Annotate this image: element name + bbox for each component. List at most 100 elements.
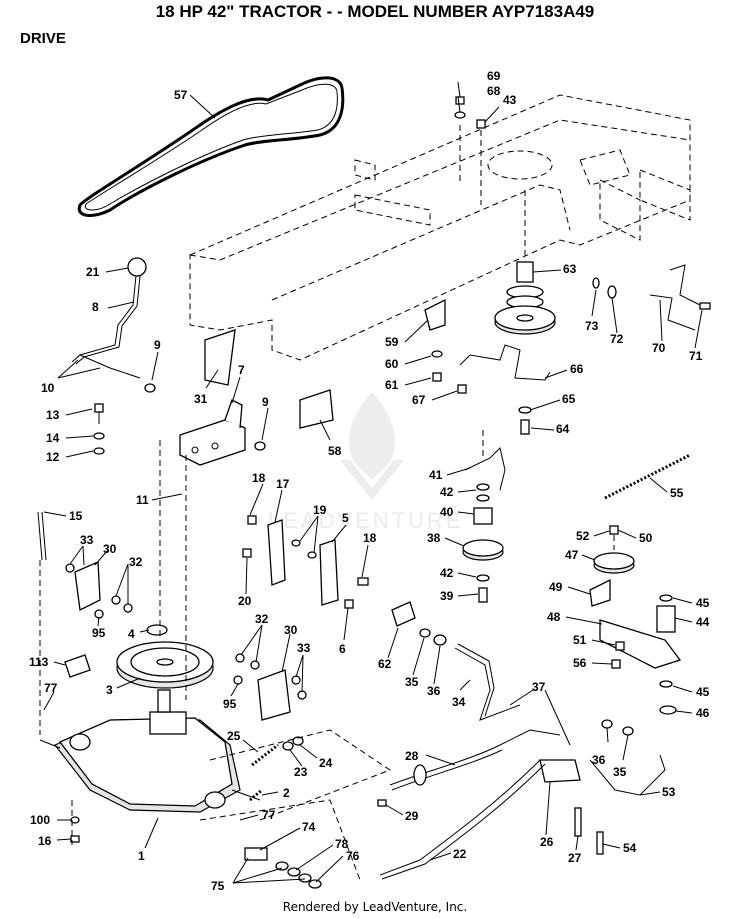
bracket-58 [299,389,334,429]
callout-72: 72 [610,332,624,346]
callout-76: 76 [346,849,360,863]
spacer-23 [282,741,294,751]
callout-7: 7 [238,363,245,377]
callout-15: 15 [69,509,83,523]
belt-guide-66 [459,344,551,381]
callout-62: 62 [378,657,392,671]
callout-24: 24 [319,756,333,770]
callout-30b: 30 [284,623,298,637]
callout-6: 6 [339,642,346,656]
callout-2: 2 [283,786,290,800]
transaxle-pulley [116,624,214,689]
callout-23: 23 [294,765,308,779]
callout-10: 10 [41,381,55,395]
callout-70: 70 [652,341,666,355]
right-bracket-assembly [233,653,307,721]
washer-9a [144,383,156,393]
callout-32: 32 [129,555,143,569]
callout-65: 65 [562,392,576,406]
callout-42b: 42 [440,566,454,580]
callout-9b: 9 [262,395,269,409]
left-bracket-assembly [37,511,133,619]
callout-8: 8 [92,300,99,314]
washer-9b [254,441,266,451]
right-side-hardware [592,264,711,331]
alignment-lines [39,430,615,881]
callout-38: 38 [427,531,441,545]
page-title: 18 HP 42" TRACTOR - - MODEL NUMBER AYP71… [155,2,595,21]
callout-17: 17 [276,477,290,491]
callout-9: 9 [154,338,161,352]
linkage-rods [377,719,666,880]
callout-95b: 95 [223,697,237,711]
watermark-text: LEADVENTURE [268,508,464,533]
frame-outline [189,94,691,361]
callout-60: 60 [385,357,399,371]
callout-28: 28 [405,749,419,763]
callout-45b: 45 [696,685,710,699]
callout-50: 50 [639,531,653,545]
bracket-31 [204,329,236,386]
callout-16: 16 [38,834,52,848]
engine-pulley-assembly [494,190,556,435]
drive-belt [77,76,345,217]
idler-bracket-59 [424,298,446,331]
callout-34: 34 [452,695,466,709]
callout-21: 21 [86,265,100,279]
callout-43: 43 [503,93,517,107]
callout-57: 57 [174,88,188,102]
callout-44: 44 [696,615,710,629]
callout-33: 33 [80,533,94,547]
callout-29: 29 [405,809,419,823]
callout-27: 27 [568,851,582,865]
callout-61: 61 [385,378,399,392]
idler-pulley-stack [462,447,506,603]
callout-40: 40 [440,505,454,519]
callout-32b: 32 [255,612,269,626]
bolt-61 [432,372,442,382]
callout-52: 52 [576,529,590,543]
idler-arm-assembly [589,525,682,715]
callout-68: 68 [487,84,501,98]
callout-1: 1 [138,849,145,863]
callout-49: 49 [549,580,563,594]
bolt-13-stack [93,403,105,455]
callout-33b: 33 [297,641,311,655]
callout-35b: 35 [613,765,627,779]
callout-35: 35 [405,675,419,689]
callout-55: 55 [670,486,684,500]
callout-63: 63 [563,262,577,276]
callout-41: 41 [429,468,443,482]
callout-95: 95 [92,626,106,640]
shift-lever-assembly [71,257,147,379]
callout-56: 56 [573,656,587,670]
callout-labels: 57 69 68 43 63 73 72 70 71 21 8 59 60 61… [29,69,710,893]
transaxle [39,689,261,813]
callout-11: 11 [136,493,149,507]
callout-47: 47 [565,548,579,562]
nut-stack [454,96,486,205]
clip-113 [64,654,91,678]
spacer-24 [292,736,304,746]
callout-54: 54 [623,841,637,855]
callout-100: 100 [30,813,50,827]
callout-42: 42 [440,485,454,499]
spring-25 [251,743,279,767]
lever-bracket [179,399,246,466]
watermark-logo [340,392,404,500]
callout-73: 73 [585,319,599,333]
callout-66: 66 [570,362,584,376]
callout-48: 48 [547,610,561,624]
callout-74: 74 [302,820,316,834]
callout-4: 4 [128,627,135,641]
callout-39: 39 [440,589,454,603]
callout-22: 22 [453,847,467,861]
callout-30: 30 [103,542,117,556]
callout-71: 71 [689,349,703,363]
callout-58: 58 [328,444,342,458]
section-label: DRIVE [20,30,66,47]
footer-credit: Rendered by LeadVenture, Inc. [282,900,468,914]
callout-19: 19 [313,503,327,517]
callout-51: 51 [573,633,587,647]
